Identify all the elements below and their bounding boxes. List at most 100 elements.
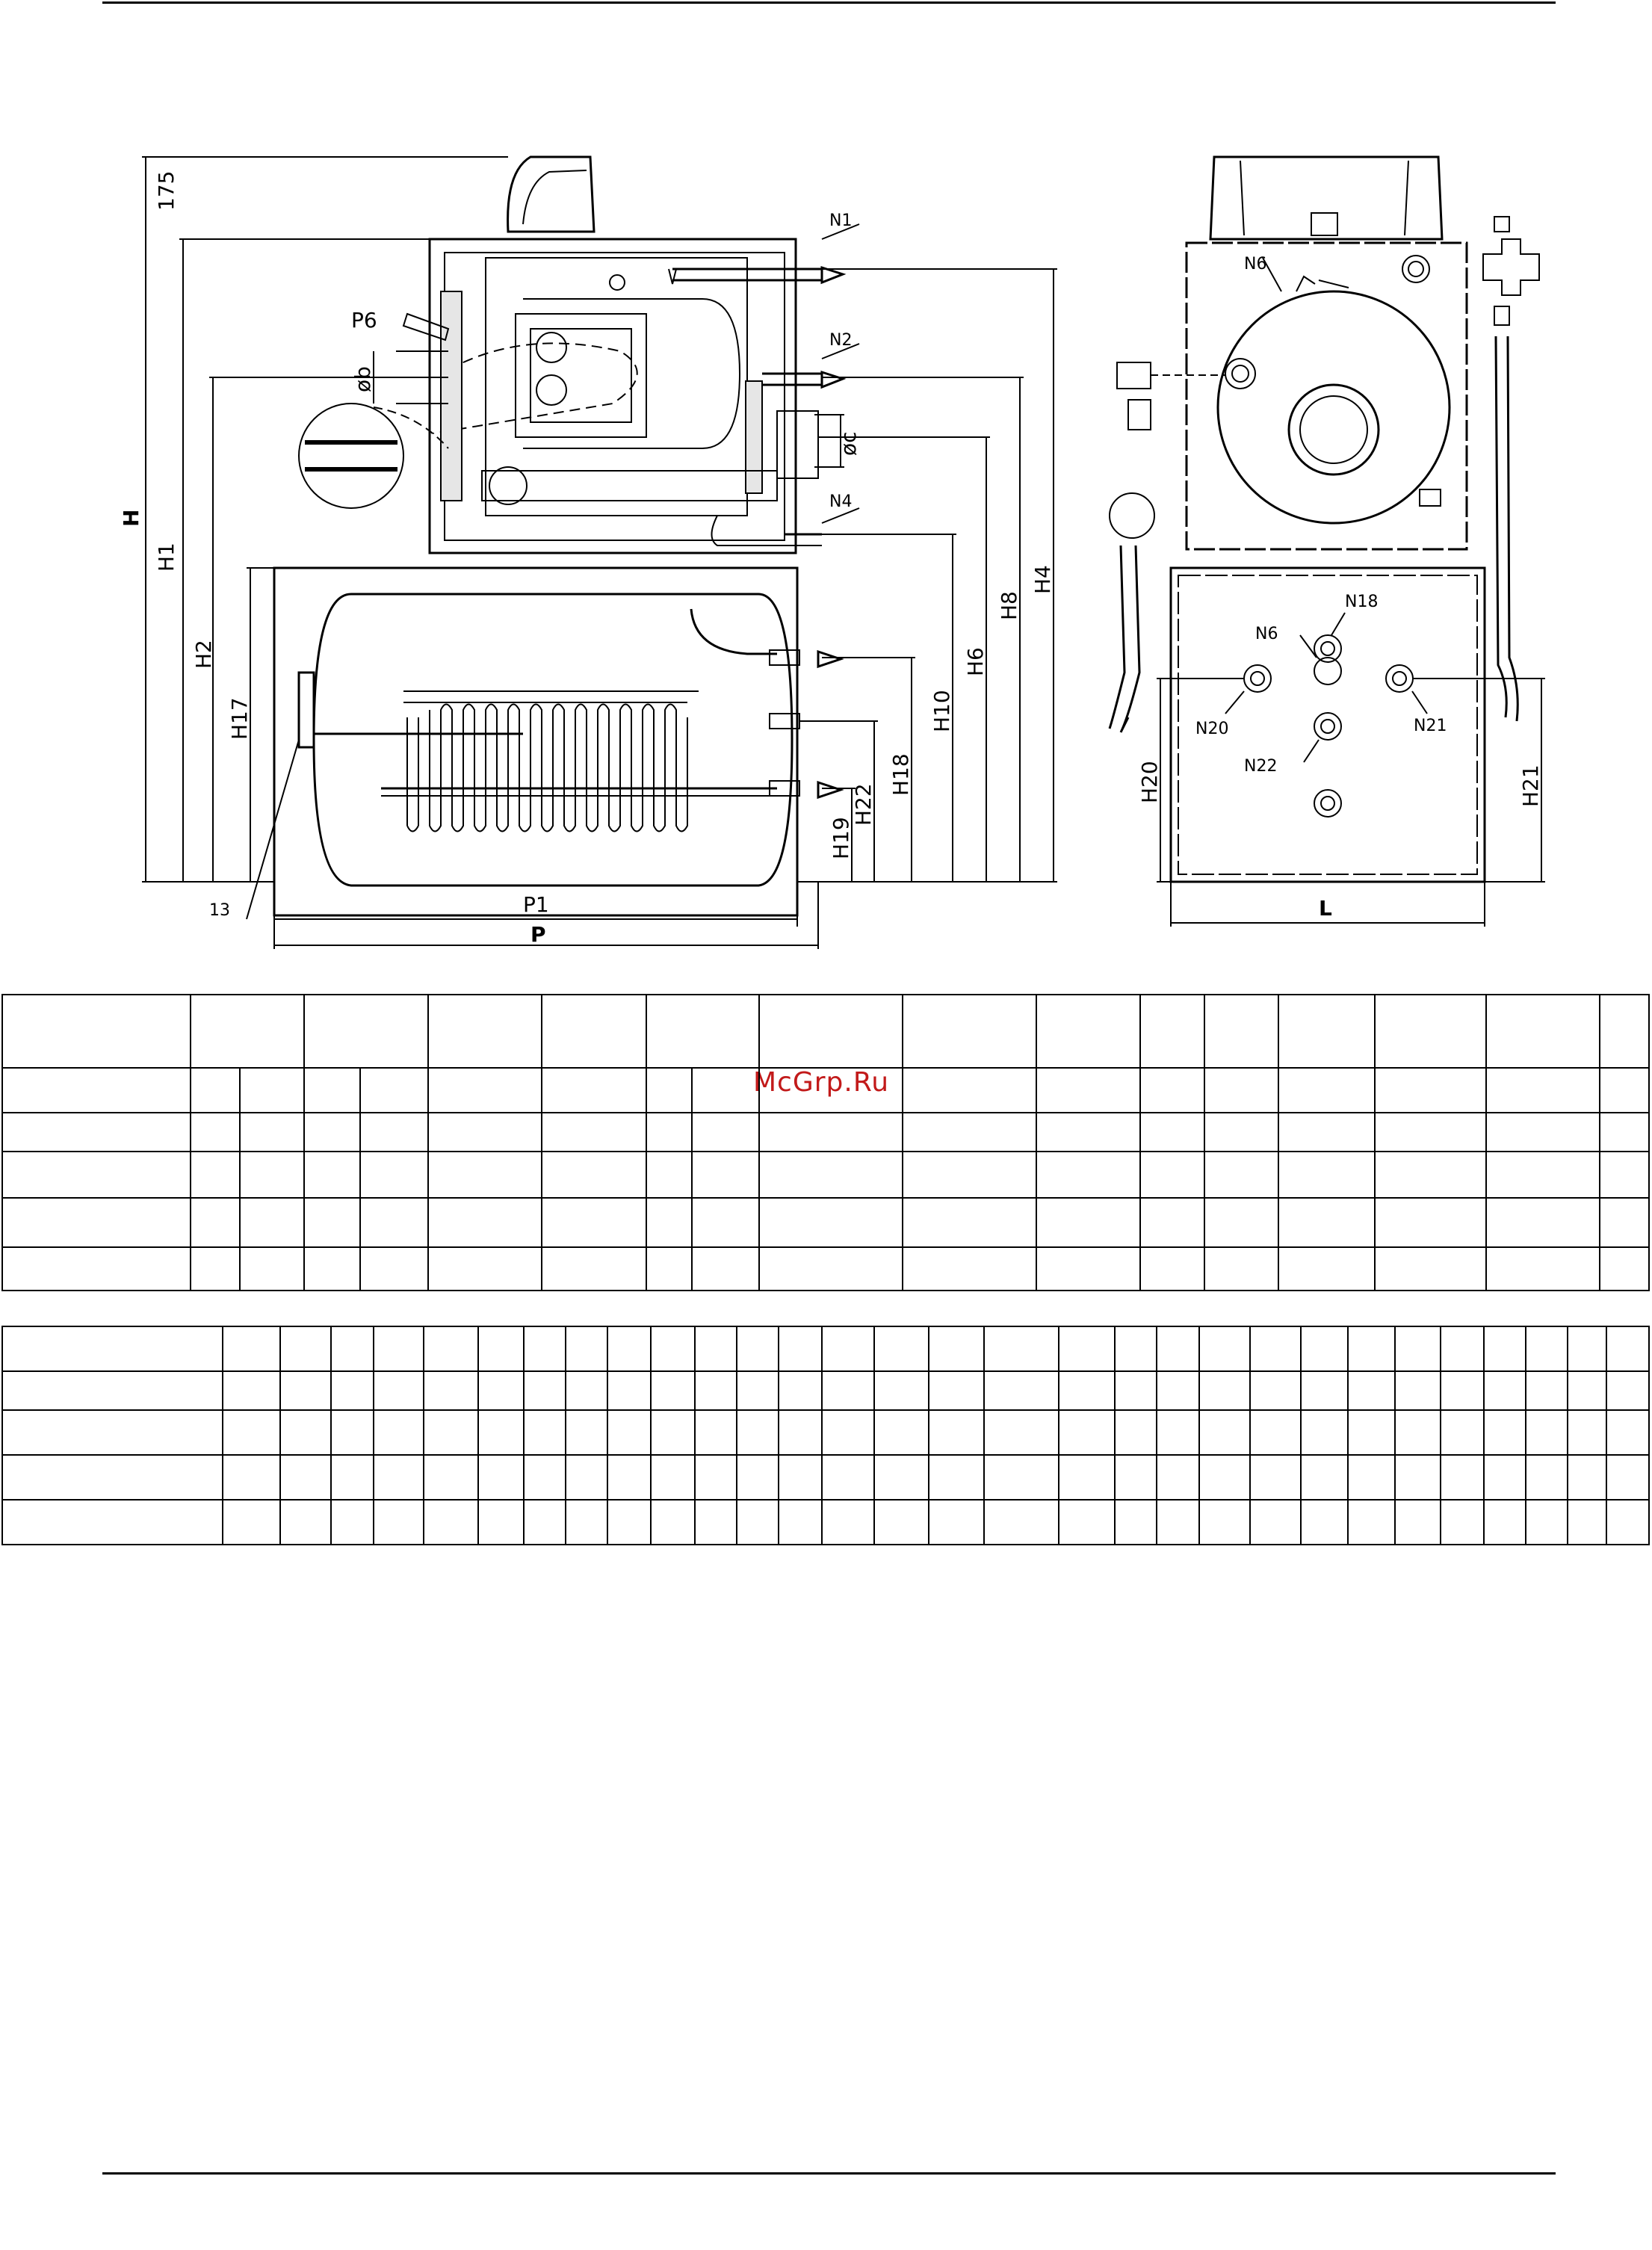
boiler-dimension-drawing: 175 H H1 H2 H17 H4 H8 H6 H10 H18 H22 H19… xyxy=(119,155,1545,949)
table-cell xyxy=(1525,1409,1568,1456)
table-cell xyxy=(1,1370,224,1411)
dim-H20: H20 xyxy=(1137,761,1162,803)
table-cell xyxy=(1249,1499,1302,1545)
table-cell xyxy=(1277,994,1376,1069)
table-cell xyxy=(1566,1326,1608,1372)
table-cell xyxy=(540,994,648,1069)
table-cell xyxy=(540,1246,648,1291)
table-cell xyxy=(239,1197,305,1248)
table-cell xyxy=(522,1409,567,1456)
table-cell xyxy=(1204,1197,1279,1248)
table-cell xyxy=(422,1409,480,1456)
dim-P1: P1 xyxy=(523,892,549,917)
table-cell xyxy=(983,1454,1060,1500)
table-cell xyxy=(1394,1409,1441,1456)
table-cell xyxy=(222,1454,282,1500)
table-cell xyxy=(1300,1370,1349,1411)
table-row xyxy=(1,1370,1650,1411)
table-cell xyxy=(983,1499,1060,1545)
table-cell xyxy=(222,1409,282,1456)
table-row xyxy=(1,1499,1650,1545)
detail-circle xyxy=(298,403,404,509)
label-N21: N21 xyxy=(1414,717,1447,735)
table-cell xyxy=(1300,1326,1349,1372)
top-rule xyxy=(102,1,1556,4)
table-cell xyxy=(778,1326,823,1372)
label-N18: N18 xyxy=(1345,593,1378,611)
table-cell xyxy=(690,1197,761,1248)
table-cell xyxy=(303,1151,362,1199)
table-cell xyxy=(1204,1067,1279,1113)
table-cell xyxy=(758,1151,903,1199)
table-cell xyxy=(1566,1370,1608,1411)
table-cell xyxy=(279,1454,332,1500)
table-cell xyxy=(303,1067,362,1113)
table-cell xyxy=(758,1112,903,1152)
side-label-N6: N6 xyxy=(1244,255,1266,273)
tank-casing xyxy=(273,566,799,917)
table-cell xyxy=(1439,1326,1485,1372)
table-cell xyxy=(758,994,903,1069)
table-cell xyxy=(373,1409,424,1456)
table-cell xyxy=(1485,1246,1601,1291)
table-row xyxy=(1,1454,1650,1500)
table-cell xyxy=(279,1370,332,1411)
table-cell xyxy=(540,1197,648,1248)
table-cell xyxy=(646,1197,693,1248)
table-cell xyxy=(1,1326,224,1372)
tank-shell xyxy=(312,593,793,887)
table-cell xyxy=(222,1326,282,1372)
table-cell xyxy=(1198,1499,1252,1545)
table-cell xyxy=(758,1067,903,1113)
table-cell xyxy=(330,1454,375,1500)
table-cell xyxy=(1606,1370,1650,1411)
label-N2: N2 xyxy=(829,331,852,350)
table-cell xyxy=(189,1112,241,1152)
burner-cap xyxy=(507,155,595,233)
table-cell xyxy=(778,1454,823,1500)
table-cell xyxy=(303,1112,362,1152)
table-cell xyxy=(693,1409,737,1456)
table-cell xyxy=(1485,1067,1601,1113)
table-cell xyxy=(1156,1326,1200,1372)
table-cell xyxy=(1300,1499,1349,1545)
label-phi-b: øb xyxy=(350,366,375,392)
table-cell xyxy=(873,1499,930,1545)
table-cell xyxy=(477,1370,525,1411)
table-row xyxy=(1,1409,1650,1456)
table-cell xyxy=(1566,1499,1608,1545)
table-cell xyxy=(1114,1370,1158,1411)
side-burner-cap xyxy=(1209,155,1444,241)
table-cell xyxy=(1114,1409,1158,1456)
table-cell xyxy=(1485,1112,1601,1152)
table-cell xyxy=(1058,1370,1116,1411)
table-cell xyxy=(758,1246,903,1291)
table-cell xyxy=(1373,994,1487,1069)
table-cell xyxy=(646,1151,693,1199)
table-cell xyxy=(1525,1326,1568,1372)
table-cell xyxy=(1277,1112,1376,1152)
table-cell xyxy=(650,1454,696,1500)
table-cell xyxy=(330,1326,375,1372)
table-cell xyxy=(522,1499,567,1545)
table-cell xyxy=(606,1454,652,1500)
label-N22: N22 xyxy=(1244,757,1277,776)
table-cell xyxy=(606,1409,652,1456)
table-cell xyxy=(1277,1067,1376,1113)
table-cell xyxy=(1058,1409,1116,1456)
table-cell xyxy=(1606,1326,1650,1372)
table-cell xyxy=(1249,1370,1302,1411)
table-cell xyxy=(606,1370,652,1411)
table-cell xyxy=(901,1151,1037,1199)
table-cell xyxy=(1035,1197,1141,1248)
table-cell xyxy=(1482,1326,1527,1372)
table-cell xyxy=(1139,1151,1206,1199)
bottom-rule xyxy=(102,2172,1556,2175)
table-cell xyxy=(1439,1409,1485,1456)
table-cell xyxy=(373,1326,424,1372)
table-cell xyxy=(1599,1151,1650,1199)
table-cell xyxy=(1,1499,224,1545)
table-cell xyxy=(901,1067,1037,1113)
table-cell xyxy=(1,994,191,1069)
table-cell xyxy=(1346,1454,1396,1500)
